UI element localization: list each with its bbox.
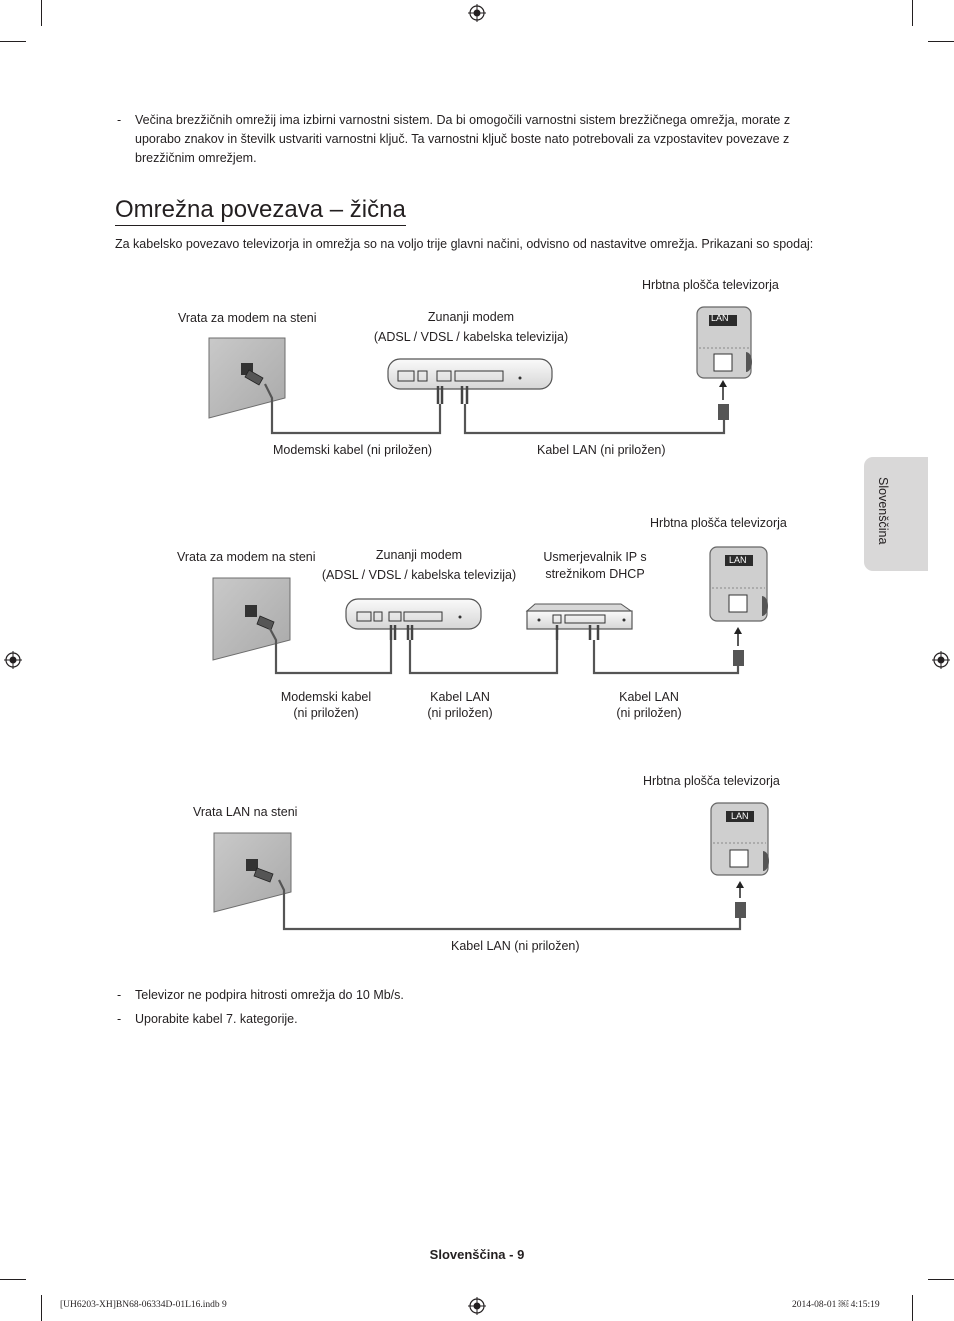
modem-label: Zunanji modem (ADSL / VDSL / kabelska te…	[351, 307, 591, 347]
crop-mark	[912, 1295, 913, 1321]
router-label-line2: strežnikom DHCP	[545, 567, 645, 581]
tv-back-label: Hrbtna plošča televizorja	[643, 774, 780, 788]
registration-mark-icon	[468, 1297, 486, 1315]
tv-back-panel-2	[709, 546, 768, 622]
registration-mark-icon	[932, 651, 950, 669]
bullet-dash: -	[117, 113, 122, 127]
lan-cable-line1: Kabel LAN	[430, 690, 490, 704]
modem-cable-line2: (ni priložen)	[293, 706, 359, 720]
crop-mark	[928, 1279, 954, 1280]
intro-bullet: - Večina brezžičnih omrežij ima izbirni …	[117, 111, 837, 168]
crop-mark	[912, 0, 913, 26]
print-timestamp: 2014-08-01 ￼ 4:15:19	[792, 1300, 880, 1310]
lan-cable-label: Kabel LAN (ni priložen)	[589, 689, 709, 721]
crop-mark	[0, 41, 26, 42]
lan-cable-line2: (ni priložen)	[427, 706, 493, 720]
ip-router	[525, 603, 633, 640]
page-title: Omrežna povezava – žična	[115, 196, 406, 226]
tv-back-label: Hrbtna plošča televizorja	[642, 278, 779, 292]
lan-badge: LAN	[729, 555, 747, 565]
note-text: Televizor ne podpira hitrosti omrežja do…	[135, 988, 404, 1002]
modem-cable-label: Modemski kabel (ni priložen)	[273, 443, 433, 457]
bullet-dash: -	[117, 1012, 122, 1026]
modem-cable-line1: Modemski kabel	[280, 690, 372, 704]
modem-label-line1: Zunanji modem	[375, 548, 463, 562]
tv-back-label: Hrbtna plošča televizorja	[650, 516, 787, 530]
intro-bullet-text: Večina brezžičnih omrežij ima izbirni va…	[135, 113, 791, 165]
lan-cable-label: Kabel LAN (ni priložen)	[400, 689, 520, 721]
crop-mark	[41, 1295, 42, 1321]
lan-cable-line1: Kabel LAN	[619, 690, 679, 704]
wall-lan-port	[213, 832, 292, 913]
tv-back-panel-3	[710, 802, 769, 876]
print-file-info: [UH6203-XH]BN68-06334D-01L16.indb 9	[60, 1300, 227, 1310]
note-item: - Televizor ne podpira hitrosti omrežja …	[117, 986, 837, 1005]
note-item: - Uporabite kabel 7. kategorije.	[117, 1010, 837, 1029]
wall-port-label: Vrata za modem na steni	[177, 550, 316, 564]
router-label: Usmerjevalnik IP s strežnikom DHCP	[525, 549, 665, 583]
bullet-dash: -	[117, 988, 122, 1002]
crop-mark	[41, 0, 42, 26]
wall-modem-port-2	[212, 577, 291, 661]
lan-cable-line2: (ni priložen)	[616, 706, 682, 720]
language-side-tab: Slovenščina	[864, 457, 928, 571]
registration-mark-icon	[4, 651, 22, 669]
lan-badge: LAN	[711, 313, 729, 323]
wall-modem-port-1	[208, 337, 286, 419]
modem-label-line1: Zunanji modem	[427, 310, 515, 324]
tv-back-panel-1	[696, 306, 752, 379]
crop-mark	[928, 41, 954, 42]
modem-cable-label: Modemski kabel (ni priložen)	[266, 689, 386, 721]
router-label-line1: Usmerjevalnik IP s	[543, 550, 647, 564]
crop-mark	[0, 1279, 26, 1280]
modem-label: Zunanji modem (ADSL / VDSL / kabelska te…	[299, 545, 539, 585]
external-modem-1	[387, 358, 553, 404]
registration-mark-icon	[468, 4, 486, 22]
wall-port-label: Vrata za modem na steni	[178, 311, 317, 325]
lan-badge: LAN	[731, 811, 749, 821]
note-text: Uporabite kabel 7. kategorije.	[135, 1012, 298, 1026]
side-tab-label: Slovenščina	[876, 477, 890, 545]
external-modem-2	[345, 598, 482, 640]
lan-cable-label: Kabel LAN (ni priložen)	[537, 443, 666, 457]
page-number: Slovenščina - 9	[429, 1247, 525, 1262]
lan-cable-label: Kabel LAN (ni priložen)	[451, 939, 580, 953]
modem-label-line2: (ADSL / VDSL / kabelska televizija)	[321, 568, 517, 582]
wall-port-label: Vrata LAN na steni	[193, 805, 298, 819]
intro-text: Za kabelsko povezavo televizorja in omre…	[115, 237, 814, 251]
modem-label-line2: (ADSL / VDSL / kabelska televizija)	[373, 330, 569, 344]
